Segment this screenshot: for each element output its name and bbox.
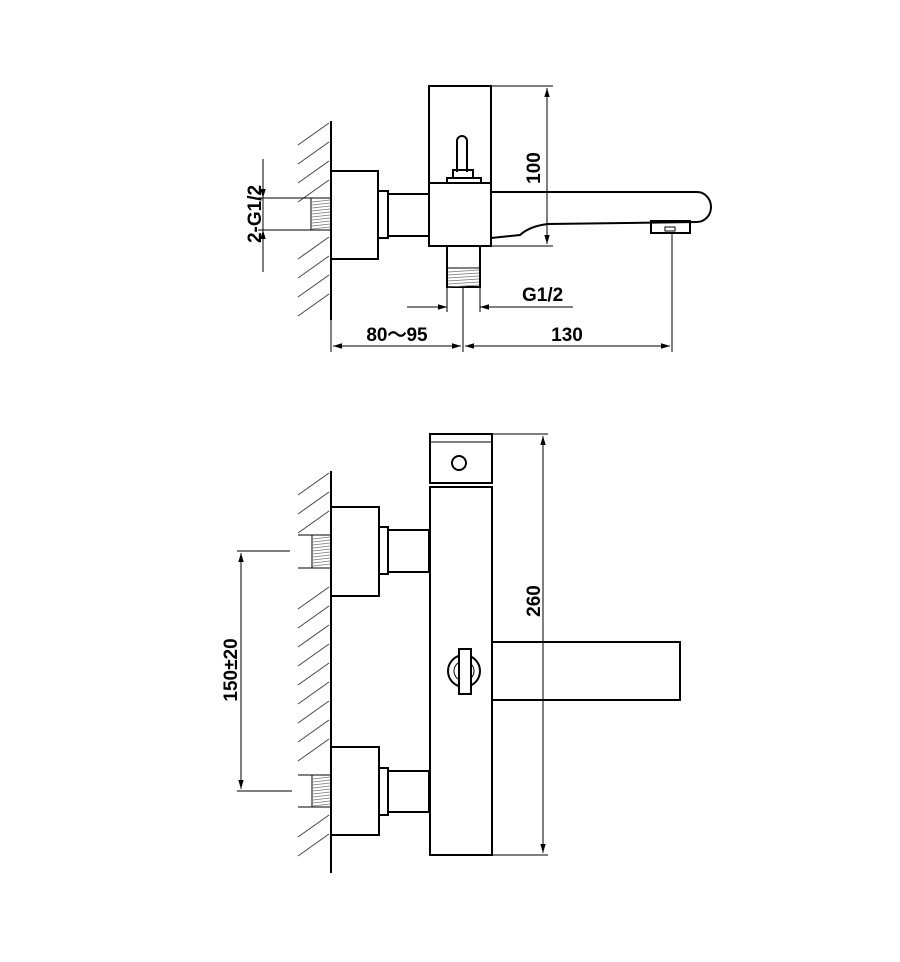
thread-line [312,800,331,804]
hatch-line [297,255,330,279]
hatch-line [297,586,330,610]
handle-housing [428,85,492,184]
thread-line [447,281,480,285]
wall-distance-label: 80～95 [366,325,428,346]
hatch-line [297,160,330,184]
thread-line [311,205,331,209]
hatch-line [297,236,330,260]
hatch-line [297,738,330,762]
hatch-line [297,700,330,724]
thread-line [312,536,331,540]
thread-line [311,220,331,224]
thread-line [312,803,331,807]
hatch-line [297,141,330,165]
spout [490,191,712,239]
hatch-line [297,293,330,317]
lower-wall-flange [330,746,380,836]
upper-wall-flange [330,506,380,597]
spout-reach-label: 130 [551,325,583,346]
thread-line [312,797,331,801]
thread-line [312,560,331,564]
thread-line [447,275,480,279]
thread-line [311,202,331,206]
thread-line [312,554,331,558]
thread-line [447,269,480,273]
thread-line [312,542,331,546]
thread-line [447,272,480,276]
body-height-label: 260 [524,585,545,617]
hatch-line [297,719,330,743]
height-label: 100 [524,152,545,184]
thread-line [311,214,331,218]
thread-line [312,785,331,789]
thread-line [311,223,331,227]
lower-connector-pipe [387,770,430,813]
valve-body [428,182,492,247]
thread-line [312,563,331,567]
inlet-spacing-label: 150±20 [221,638,242,701]
wall-flange [330,170,379,260]
upper-connector-pipe [387,529,430,573]
thread-line [312,548,331,552]
knob-handle [458,648,472,695]
spout [491,641,681,701]
thread-line [312,794,331,798]
thread-line [312,779,331,783]
hatch-line [297,643,330,667]
hatch-line [297,179,330,203]
thread-line [312,551,331,555]
hatch-line [297,491,330,515]
diverter-button [451,455,467,471]
hatch-line [297,605,330,629]
inlet-thread-label: 2-G1/2 [245,185,266,243]
thread-line [311,211,331,215]
hatch-line [297,833,330,857]
thread-line [311,226,331,230]
hatch-line [297,814,330,838]
hatch-line [297,662,330,686]
hatch-line [297,510,330,534]
wall-hatching [297,472,330,857]
outlet-thread-label: G1/2 [522,285,563,306]
thread-line [312,788,331,792]
thread-line [311,208,331,212]
hatch-line [297,624,330,648]
hatch-line [297,681,330,705]
thread-line [312,782,331,786]
thread-line [311,217,331,221]
hatch-line [297,274,330,298]
thread-line [312,557,331,561]
thread-line [447,284,480,288]
front-view: 260 150±20 [221,433,681,873]
thread-line [312,539,331,543]
thread-line [312,776,331,780]
hatch-line [297,472,330,496]
thread-line [447,278,480,282]
aerator [650,220,691,234]
top-cap [429,433,493,484]
thread-line [311,199,331,203]
diverter-knob [456,135,468,172]
thread-line [312,545,331,549]
thread-line [312,791,331,795]
hatch-line [297,122,330,146]
side-view: 2-G1/2 100 G1/2 80～95 130 [245,85,712,352]
connector-pipe [387,193,430,237]
